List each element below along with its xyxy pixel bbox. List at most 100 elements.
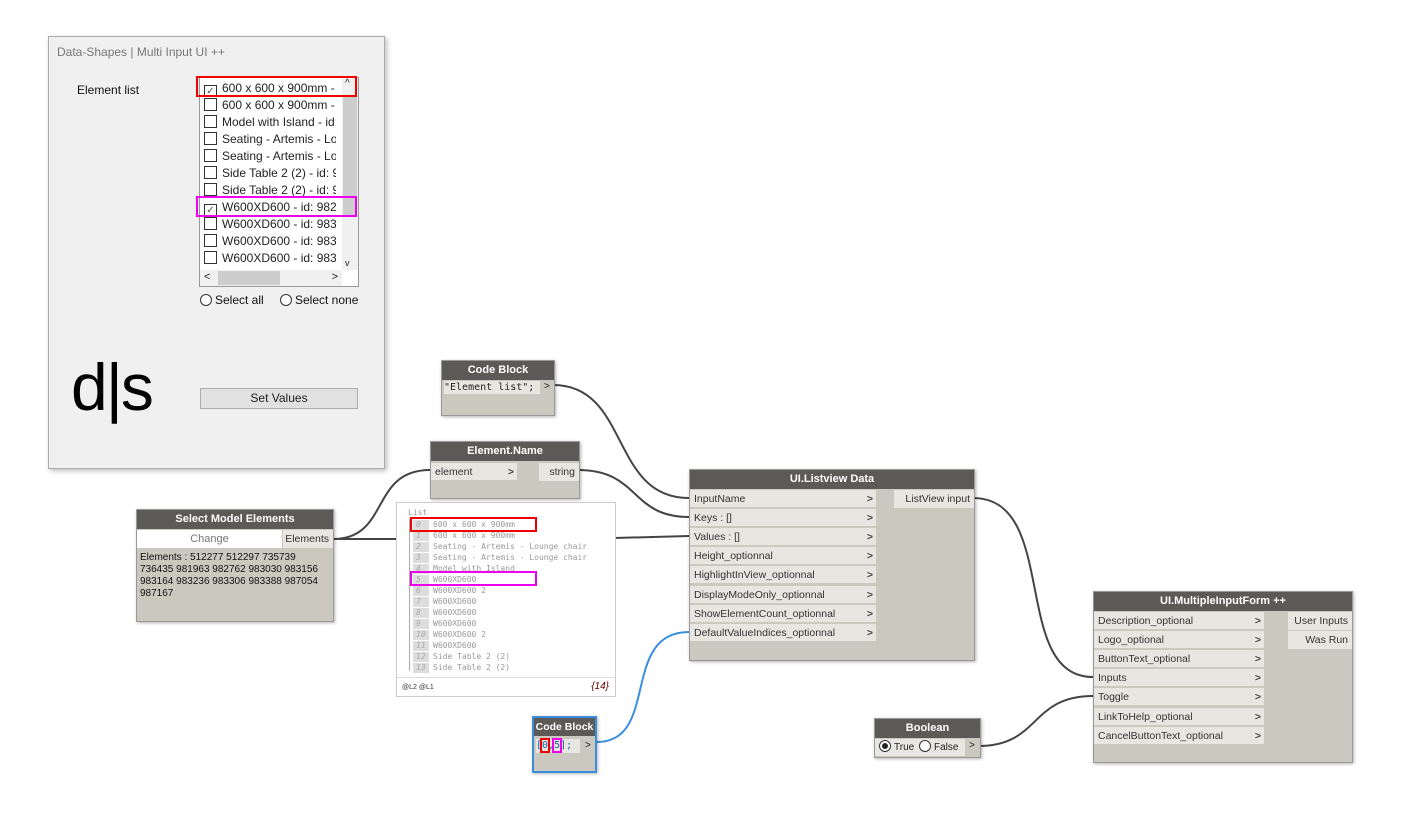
horizontal-scrollbar[interactable]: < > — [200, 270, 342, 286]
scroll-left-icon[interactable]: < — [204, 271, 211, 283]
list-tree-line — [409, 519, 410, 671]
checkbox[interactable]: ✓ — [204, 85, 217, 97]
list-item[interactable]: Model with Island - id: 9 — [204, 114, 336, 131]
checkbox[interactable] — [204, 115, 217, 128]
element-name-node[interactable]: Element.Name element> string — [430, 441, 580, 499]
item-value: Side Table 2 (2) — [433, 652, 511, 661]
input-port[interactable]: ShowElementCount_optionnal> — [690, 604, 876, 623]
input-port[interactable]: Keys : []> — [690, 509, 876, 528]
wire-elements-element — [332, 469, 431, 540]
boolean-node[interactable]: Boolean True False > — [874, 718, 981, 758]
input-port[interactable]: Inputs> — [1094, 669, 1264, 688]
output-port[interactable]: Was Run — [1288, 631, 1352, 649]
code-close: ]; — [560, 740, 573, 751]
dialog-title: Data-Shapes | Multi Input UI ++ — [57, 45, 225, 59]
scroll-down-icon[interactable]: v — [345, 258, 350, 268]
input-port[interactable]: HighlightInView_optionnal> — [690, 566, 876, 585]
item-value: 600 x 600 x 900mm — [433, 531, 515, 540]
checkbox[interactable] — [204, 132, 217, 145]
output-port-string[interactable]: string — [539, 463, 579, 481]
item-index: 1 — [413, 531, 429, 541]
input-port[interactable]: DefaultValueIndices_optionnal> — [690, 623, 876, 642]
input-port[interactable]: CancelButtonText_optional> — [1094, 726, 1264, 745]
item-value: W600XD600 — [433, 575, 477, 584]
input-port-element[interactable]: element> — [431, 463, 517, 481]
port-label: DisplayModeOnly_optionnal — [694, 588, 825, 601]
item-value: 600 x 600 x 900mm — [433, 520, 515, 529]
checkbox[interactable] — [204, 234, 217, 247]
select-none-radio[interactable]: Select none — [280, 293, 358, 307]
checkbox[interactable] — [204, 251, 217, 264]
vertical-scrollbar[interactable]: ^ v — [342, 78, 358, 270]
list-item[interactable]: Side Table 2 (2) - id: 987 — [204, 182, 336, 199]
output-port[interactable]: > — [544, 381, 550, 392]
checkbox[interactable] — [204, 183, 217, 196]
checkbox[interactable] — [204, 217, 217, 230]
list-item[interactable]: Seating - Artemis - Lounge chair — [204, 131, 336, 148]
list-item[interactable]: Seating - Artemis - Lounge chair — [204, 148, 336, 165]
chevron-right-icon: > — [866, 512, 873, 525]
checkbox[interactable]: ✓ — [204, 204, 217, 216]
input-port[interactable]: Toggle> — [1094, 688, 1264, 707]
input-port[interactable]: Logo_optional> — [1094, 631, 1264, 650]
scroll-right-icon[interactable]: > — [331, 271, 338, 283]
port-label: HighlightInView_optionnal — [694, 569, 815, 582]
input-port[interactable]: Height_optionnal> — [690, 547, 876, 566]
list-item[interactable]: Side Table 2 (2) - id: 987 — [204, 165, 336, 182]
list-item[interactable]: W600XD600 - id: 98316 — [204, 233, 336, 250]
highlight-w600-item — [196, 196, 357, 217]
output-port-listview-input[interactable]: ListView input — [894, 490, 974, 508]
checkbox[interactable] — [204, 98, 217, 111]
list-item[interactable]: 600 x 600 x 900mm - id: 512297 — [204, 97, 336, 114]
select-all-radio[interactable]: Select all — [200, 293, 264, 307]
set-values-button[interactable]: Set Values — [200, 388, 358, 409]
list-item[interactable]: W600XD600 - id: 98315 — [204, 216, 336, 233]
code-block-defaults-node[interactable]: Code Block [0,5]; > — [532, 716, 597, 773]
output-port[interactable]: > — [585, 740, 591, 751]
chevron-right-icon: > — [1254, 729, 1261, 742]
item-index: 13 — [413, 663, 429, 673]
multiple-input-form-node[interactable]: UI.MultipleInputForm ++ Description_opti… — [1093, 591, 1353, 763]
scroll-up-icon[interactable]: ^ — [345, 78, 350, 89]
listview-data-node[interactable]: UI.Listview Data InputName>Keys : []>Val… — [689, 469, 975, 661]
wire-listview-inputs — [972, 497, 1094, 678]
input-port[interactable]: Description_optional> — [1094, 612, 1264, 630]
output-port[interactable]: > — [969, 740, 975, 751]
code-block-node[interactable]: Code Block "Element list"; > — [441, 360, 555, 416]
code-text[interactable]: "Element list"; — [444, 381, 540, 394]
item-label: Side Table 2 (2) - id: 987 — [222, 166, 336, 180]
checkbox[interactable] — [204, 166, 217, 179]
item-index: 0 — [413, 520, 429, 530]
select-model-elements-node[interactable]: Select Model Elements Change Elements El… — [136, 509, 334, 622]
port-label: LinkToHelp_optional — [1098, 710, 1193, 723]
list-item[interactable]: W600XD600 - id: 98323 — [204, 250, 336, 267]
code-text[interactable]: [0,5]; — [536, 738, 580, 753]
element-listbox[interactable]: W600XD600 - id: 98323W600XD600 - id: 983… — [199, 77, 359, 287]
ds-logo: d|s — [71, 350, 154, 424]
list-item[interactable]: ✓W600XD600 - id: 98276 — [204, 199, 336, 216]
input-port[interactable]: DisplayModeOnly_optionnal> — [690, 585, 876, 604]
change-button[interactable]: Change — [137, 530, 282, 548]
watch-item: 0 600 x 600 x 900mm — [413, 519, 515, 530]
input-port[interactable]: InputName> — [690, 490, 876, 508]
list-item[interactable]: ✓600 x 600 x 900mm - id: 512277 — [204, 80, 336, 97]
item-index: 9 — [413, 619, 429, 629]
input-port[interactable]: LinkToHelp_optional> — [1094, 707, 1264, 726]
true-radio[interactable] — [879, 740, 891, 752]
node-title: Code Block — [534, 718, 595, 736]
input-port[interactable]: Values : []> — [690, 528, 876, 547]
input-port[interactable]: ButtonText_optional> — [1094, 650, 1264, 669]
checkbox[interactable] — [204, 149, 217, 162]
item-label: Seating - Artemis - Lounge chair — [222, 132, 336, 146]
wire-string-keys — [577, 469, 690, 518]
output-port[interactable]: User Inputs — [1288, 612, 1352, 630]
output-port-elements[interactable]: Elements — [283, 530, 333, 548]
select-all-label: Select all — [215, 293, 264, 307]
false-radio[interactable] — [918, 740, 931, 752]
